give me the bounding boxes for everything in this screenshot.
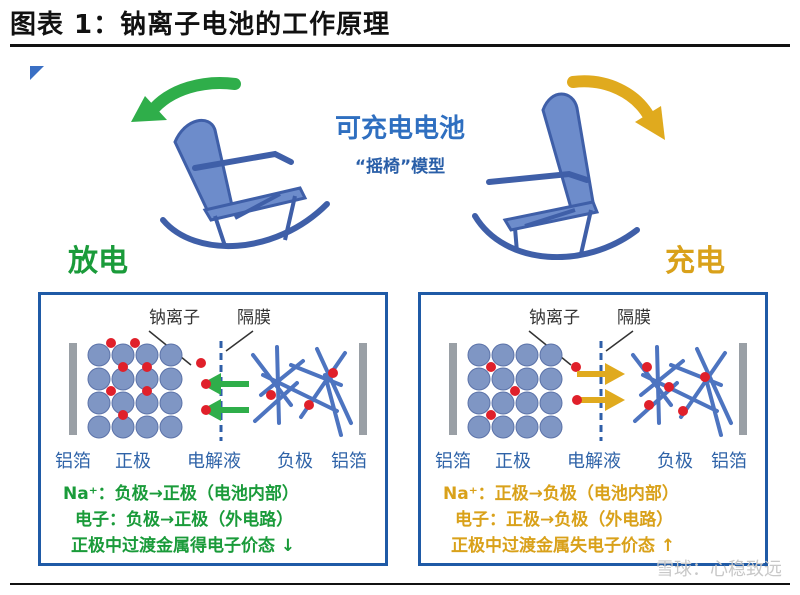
discharge-panel: 钠离子 隔膜 铝箔 正极 电解液 负极 铝箔 Na⁺：负极→正极（电池内部） 电… [38, 292, 388, 566]
cathode-spheres [87, 338, 183, 439]
bottom-rule [10, 583, 790, 585]
aluminum-foil-left [69, 343, 77, 435]
cathode-sphere [491, 343, 515, 367]
sodium-ion [201, 379, 211, 389]
cathode-sphere [87, 415, 111, 439]
sodium-ion [642, 362, 652, 372]
cathode-sphere [515, 367, 539, 391]
sodium-ion [118, 410, 128, 420]
sodium-ion [644, 400, 654, 410]
cathode-sphere [515, 415, 539, 439]
sodium-ion [486, 362, 496, 372]
cathode-label: 正极 [115, 451, 151, 472]
charge-arrow-icon [567, 75, 657, 126]
cathode-sphere [491, 415, 515, 439]
charge-cell-illustration [449, 330, 747, 441]
sodium-ion [572, 395, 582, 405]
electrolyte-label: 电解液 [187, 451, 241, 472]
sodium-ion [106, 338, 116, 348]
cathode-spheres [467, 343, 563, 439]
chair-back-icon [541, 92, 595, 210]
aluminum-foil-right [739, 343, 747, 435]
electrolyte-label: 电解液 [567, 451, 621, 472]
charge-note-ion: Na⁺：正极→负极（电池内部） [443, 484, 679, 504]
corner-mark [30, 66, 44, 80]
charge-panel: 钠离子 隔膜 铝箔 正极 电解液 负极 铝箔 Na⁺：正极→负极（电池内部） 电… [418, 292, 768, 566]
sodium-ion [142, 362, 152, 372]
sodium-ion [700, 372, 710, 382]
discharge-note-ion: Na⁺：负极→正极（电池内部） [63, 484, 299, 504]
anode-fibers [251, 345, 353, 437]
discharge-note-electron: 电子：负极→正极（外电路） [75, 510, 294, 530]
cathode-sphere [515, 391, 539, 415]
sodium-ion [266, 390, 276, 400]
sodium-ion-label: 钠离子 [529, 308, 580, 328]
cathode-sphere [539, 367, 563, 391]
figure-title: 图表 1：钠离子电池的工作原理 [10, 10, 391, 40]
sodium-ion [196, 358, 206, 368]
sodium-ion [678, 406, 688, 416]
cathode-sphere [539, 391, 563, 415]
chair-rocker-icon [472, 213, 640, 260]
watermark: 雪球：心稳致远 [656, 559, 782, 580]
sodium-ion [571, 362, 581, 372]
cathode-sphere [467, 367, 491, 391]
title-rule [10, 44, 790, 47]
foil-label-right: 铝箔 [331, 451, 367, 472]
anode-fibers [631, 345, 733, 437]
separator-label: 隔膜 [617, 308, 651, 328]
cathode-sphere [159, 367, 183, 391]
cathode-sphere [491, 367, 515, 391]
cathode-sphere [515, 343, 539, 367]
cathode-sphere [135, 415, 159, 439]
cathode-sphere [87, 343, 111, 367]
cathode-sphere [159, 415, 183, 439]
sodium-ion [201, 405, 211, 415]
sodium-ion [142, 386, 152, 396]
sodium-ion [328, 368, 338, 378]
sodium-ion [106, 386, 116, 396]
cathode-label: 正极 [495, 451, 531, 472]
charge-ion-arrows [577, 363, 625, 411]
aluminum-foil-right [359, 343, 367, 435]
charge-arrowhead-icon [635, 106, 665, 140]
chair-rocker-icon [160, 201, 330, 250]
sodium-ion-label: 钠离子 [149, 308, 200, 328]
aluminum-foil-left [449, 343, 457, 435]
discharge-arrowhead-icon [131, 96, 167, 122]
foil-label-left: 铝箔 [55, 451, 91, 472]
rocking-chair-left-illustration [131, 77, 330, 250]
sodium-ion [664, 382, 674, 392]
discharge-arrow-icon [145, 77, 241, 118]
cathode-sphere [539, 343, 563, 367]
cathode-sphere [159, 343, 183, 367]
foil-label-left: 铝箔 [435, 451, 471, 472]
separator-label: 隔膜 [237, 308, 271, 328]
foil-label-right: 铝箔 [711, 451, 747, 472]
sodium-ion [130, 338, 140, 348]
anode-label: 负极 [277, 451, 313, 472]
sodium-ion [304, 400, 314, 410]
cathode-sphere [467, 343, 491, 367]
discharge-cell-illustration [69, 330, 367, 441]
anode-label: 负极 [657, 451, 693, 472]
cathode-sphere [87, 367, 111, 391]
charge-note-electron: 电子：正极→负极（外电路） [455, 510, 674, 530]
sodium-ion [118, 362, 128, 372]
discharge-note-valence: 正极中过渡金属得电子价态 ↓ [71, 536, 296, 556]
cathode-sphere [159, 391, 183, 415]
sodium-ion [486, 410, 496, 420]
sodium-ion [510, 386, 520, 396]
charge-title: 充电 [665, 244, 725, 279]
rocking-chair-right-illustration [472, 75, 665, 260]
cathode-sphere [491, 391, 515, 415]
cathode-sphere [87, 391, 111, 415]
cathode-sphere [539, 415, 563, 439]
discharge-title: 放电 [68, 244, 128, 279]
cathode-sphere [467, 415, 491, 439]
diagram-subtitle: “摇椅”模型 [354, 157, 446, 177]
cathode-sphere [467, 391, 491, 415]
diagram-main-title: 可充电电池 [334, 114, 465, 144]
charge-note-valence: 正极中过渡金属失电子价态 ↑ [451, 536, 676, 556]
